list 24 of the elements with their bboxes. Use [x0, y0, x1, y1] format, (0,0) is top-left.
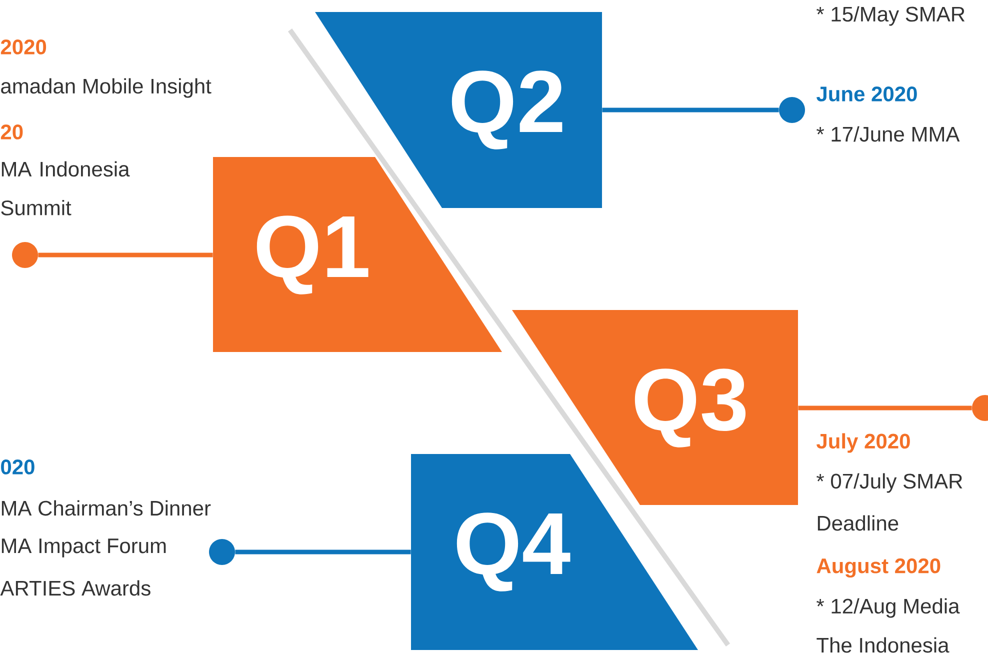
- date-heading: June 2020: [816, 86, 917, 102]
- quarter-block: Q4: [411, 454, 698, 650]
- date-heading: August 2020: [816, 558, 940, 578]
- date-heading: 20: [0, 124, 23, 140]
- date-heading: 020: [1, 460, 34, 474]
- connector-line: [38, 252, 213, 258]
- quarter-block: Q1: [213, 157, 502, 352]
- connector-line: [602, 108, 779, 112]
- event-text: * 07/July SMAR: [816, 473, 962, 493]
- dot-marker: [12, 242, 38, 268]
- quarter-block: Q3: [512, 310, 798, 505]
- dot-marker: [209, 539, 235, 565]
- event-text: * 12/Aug Media: [816, 598, 960, 618]
- event-text: * 17/June MMA: [816, 126, 960, 142]
- event-text: amadan Mobile Insight: [1, 78, 212, 98]
- date-heading: 2020: [0, 40, 46, 54]
- event-text: The Indonesia: [816, 637, 950, 653]
- connector-line: [798, 406, 972, 410]
- event-text: Deadline: [818, 515, 898, 531]
- event-text: ARTIES Awards: [0, 580, 150, 596]
- dot-marker: [779, 97, 805, 123]
- quarter-block: Q2: [315, 12, 602, 208]
- connector-line: [235, 550, 411, 554]
- event-text: MA Impact Forum: [2, 538, 166, 558]
